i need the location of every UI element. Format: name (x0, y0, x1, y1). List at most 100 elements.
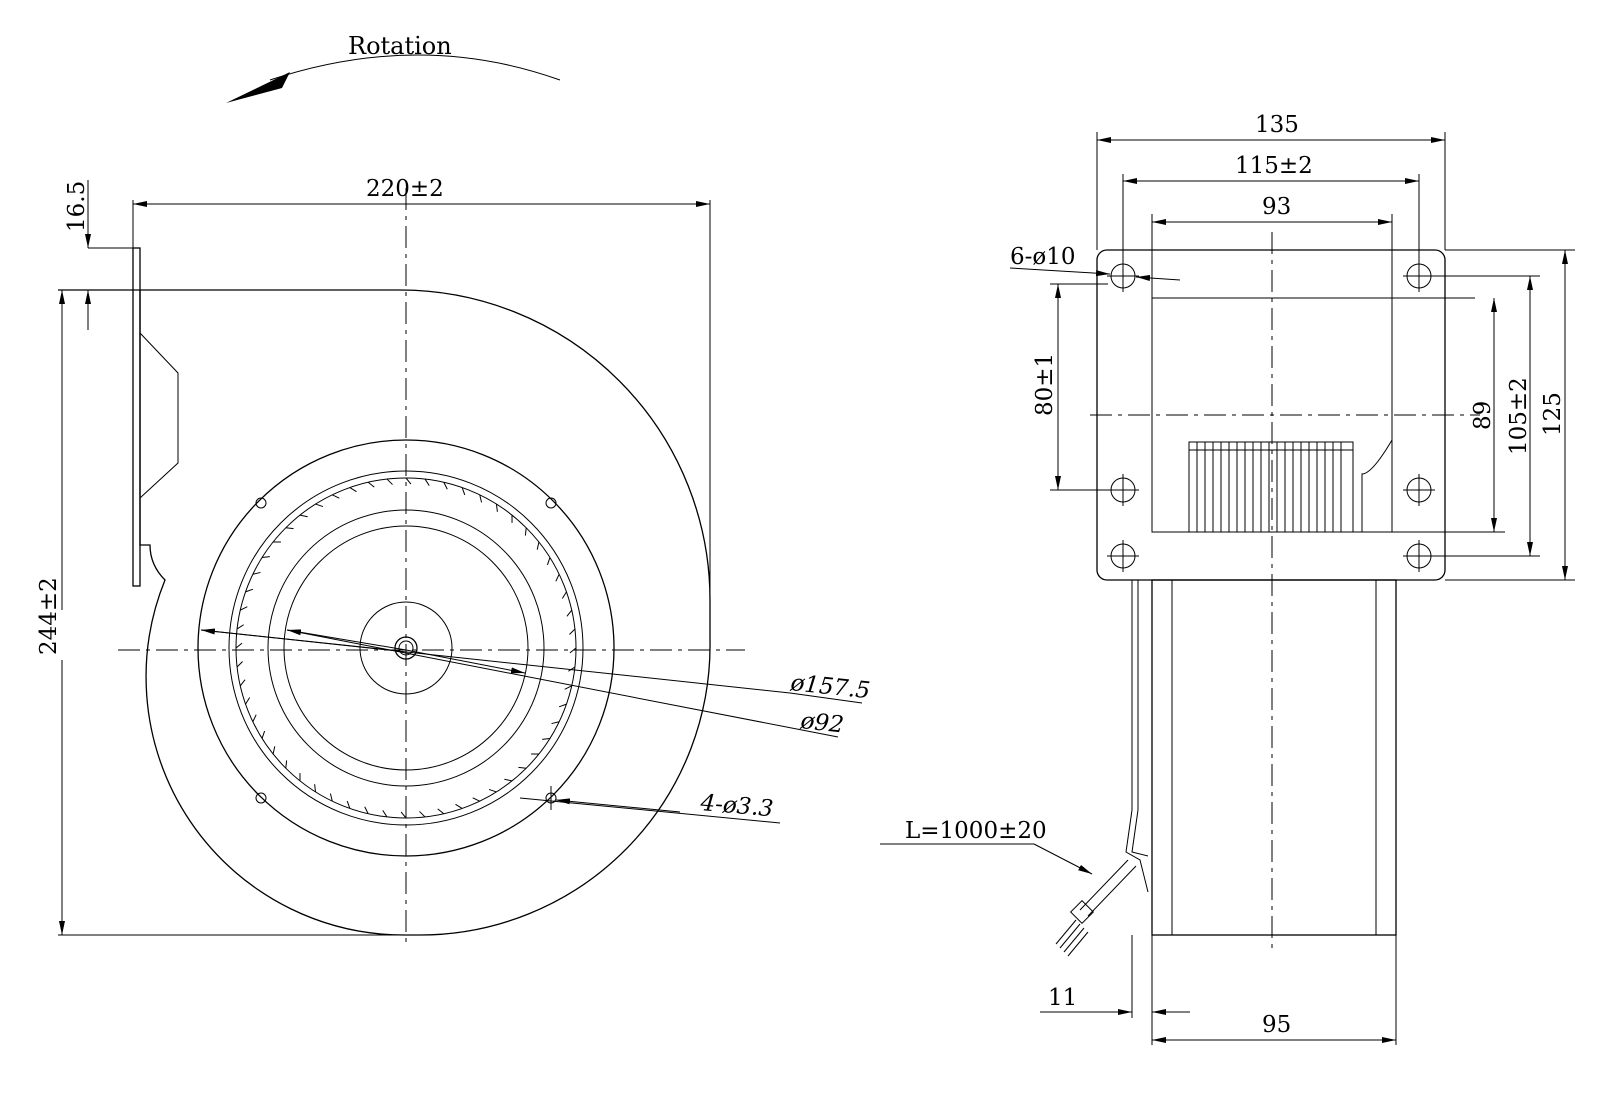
dim-hole-spacing-80: 80±1 (1032, 283, 1108, 491)
blade-tick (346, 800, 351, 809)
mount-hole (255, 497, 267, 509)
dim-inner-dia-label: ø92 (798, 708, 845, 738)
dim-cable-label: L=1000±20 (905, 818, 1047, 844)
flange-holes (1107, 260, 1435, 572)
rotation-label: Rotation (348, 32, 452, 60)
leader-cable: L=1000±20 (880, 818, 1093, 875)
blade-tick (400, 811, 407, 819)
blade-tick (443, 482, 448, 490)
dim-flange-16-5: 16.5 (64, 180, 133, 330)
blade-tick (569, 628, 576, 635)
blade-tick (569, 647, 577, 654)
blade-tick (285, 527, 294, 530)
blade-tick (561, 591, 567, 599)
blade-tick (472, 797, 480, 802)
blade-tick (542, 737, 551, 740)
dim-flange-label: 16.5 (64, 181, 90, 232)
dim-hole-spacing-105: 105±2 (1419, 275, 1540, 557)
impeller-blades (1188, 441, 1354, 533)
blade-tick (239, 679, 246, 687)
dim-offset-label: 11 (1048, 985, 1077, 1011)
blade-tick (405, 477, 412, 485)
blade-tick (245, 697, 251, 705)
dim-total-width-label: 135 (1255, 112, 1299, 138)
blade-tick (566, 609, 573, 617)
blade-tick (349, 487, 357, 493)
housing-outline (58, 289, 711, 936)
blade-tick (252, 714, 257, 722)
blade-tick (261, 730, 266, 739)
dim-total-height-label: 125 (1540, 392, 1566, 436)
blade-tick (236, 661, 243, 668)
dim-width-label: 220±2 (366, 176, 444, 202)
blade-tick (551, 721, 560, 725)
dim-mount-holes-label: 4-ø3.3 (698, 790, 774, 822)
front-view: Rotation (36, 32, 871, 948)
blade-tick (315, 503, 324, 508)
impeller-blade-ticks (235, 477, 577, 819)
flange-hole (1107, 474, 1139, 506)
dim-height-244: 244±2 (36, 290, 65, 935)
dim-hole-spacing-h-label: 105±2 (1506, 377, 1532, 455)
blade-tick (536, 541, 540, 550)
blade-tick (495, 503, 498, 512)
blade-tick (299, 514, 308, 518)
blade-tick (479, 494, 483, 503)
mount-hole (545, 497, 557, 509)
dim-hole-spacing-v-label: 80±1 (1032, 353, 1058, 416)
blade-tick (455, 803, 463, 809)
cable (1055, 859, 1137, 957)
blade-tick (488, 788, 497, 793)
blade-tick (524, 527, 527, 536)
blade-tick (252, 571, 261, 575)
blade-tick (555, 574, 560, 582)
blade-tick (367, 481, 375, 488)
blade-tick (235, 642, 243, 649)
rotation-arrow: Rotation (226, 32, 561, 103)
leader-mount-holes: 4-ø3.3 (519, 786, 781, 824)
dim-hole-spacing-115: 115±2 (1122, 153, 1420, 262)
dim-width-220: 220±2 (132, 176, 711, 600)
leader-holes: 6-ø10 (1009, 244, 1181, 281)
dim-holes-label: 6-ø10 (1010, 244, 1076, 270)
blade-tick (461, 487, 466, 496)
mount-hole (255, 792, 267, 804)
blade-tick (424, 478, 430, 486)
leader-inner-dia: ø92 (286, 629, 845, 738)
blade-tick (419, 811, 426, 818)
flange-hole (1403, 474, 1435, 506)
blade-tick (245, 588, 254, 593)
dim-total-width-135: 135 (1096, 112, 1446, 250)
blade-tick (364, 806, 369, 814)
blade-tick (261, 556, 270, 559)
blade-tick (518, 766, 527, 769)
dim-outlet-width-label: 93 (1262, 194, 1291, 220)
blade-tick (329, 793, 333, 802)
dim-outlet-width-93: 93 (1151, 194, 1393, 250)
blade-tick (558, 703, 567, 708)
flange-hole (1107, 260, 1139, 292)
blade-tick (314, 784, 317, 793)
blade-tick (240, 606, 248, 611)
dim-outer-dia-label: ø157.5 (788, 670, 871, 704)
dim-total-height-125: 125 (1445, 249, 1575, 581)
dim-height-label: 244±2 (36, 577, 62, 655)
blower-body (1125, 579, 1397, 936)
blade-tick (272, 746, 276, 755)
dim-outlet-height-89: 89 (1392, 298, 1505, 533)
blade-tick (382, 810, 388, 818)
dim-outlet-height-label: 89 (1470, 401, 1496, 430)
blade-tick (285, 760, 288, 769)
dim-body-width-95: 95 (1152, 935, 1397, 1045)
blade-tick (568, 666, 576, 672)
side-view: 135 115±2 93 6-ø10 (880, 112, 1575, 1045)
blade-tick (564, 685, 572, 690)
dim-offset-11: 11 (1040, 935, 1190, 1045)
blade-tick (386, 478, 393, 485)
flange-hole (1107, 540, 1139, 572)
blade-tick (437, 808, 445, 815)
blade-tick (332, 494, 340, 499)
outlet-flange (132, 247, 179, 587)
blade-tick (546, 557, 551, 566)
